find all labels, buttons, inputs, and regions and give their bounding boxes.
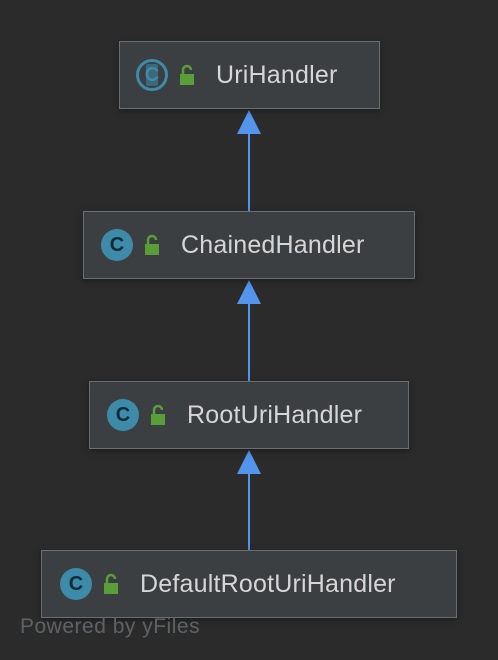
node-chainedhandler[interactable]: C ChainedHandler [83, 211, 415, 279]
inheritance-arrowhead [237, 110, 261, 134]
inheritance-arrowhead [237, 280, 261, 304]
inheritance-arrowhead [237, 450, 261, 474]
edge-roothandler-to-chainedhandler [237, 280, 261, 381]
abstract-class-icon: C [136, 59, 168, 91]
node-label: RootUriHandler [187, 400, 363, 429]
node-urihandler[interactable]: C UriHandler [119, 41, 380, 109]
class-icon: C [107, 399, 139, 431]
class-icon: C [101, 229, 133, 261]
node-label: UriHandler [216, 60, 338, 89]
public-unlock-icon [151, 404, 165, 425]
node-rooturihandler[interactable]: C RootUriHandler [89, 381, 409, 449]
node-label: ChainedHandler [181, 230, 365, 259]
node-defaultrooturihandler[interactable]: C DefaultRootUriHandler [41, 550, 457, 618]
public-unlock-icon [104, 573, 118, 594]
node-label: DefaultRootUriHandler [140, 569, 396, 598]
public-unlock-icon [180, 64, 194, 85]
public-unlock-icon [145, 234, 159, 255]
edge-chainedhandler-to-urihandler [237, 110, 261, 211]
edge-defaultroot-to-roothandler [237, 450, 261, 550]
class-icon: C [60, 568, 92, 600]
watermark: Powered by yFiles [20, 615, 201, 638]
